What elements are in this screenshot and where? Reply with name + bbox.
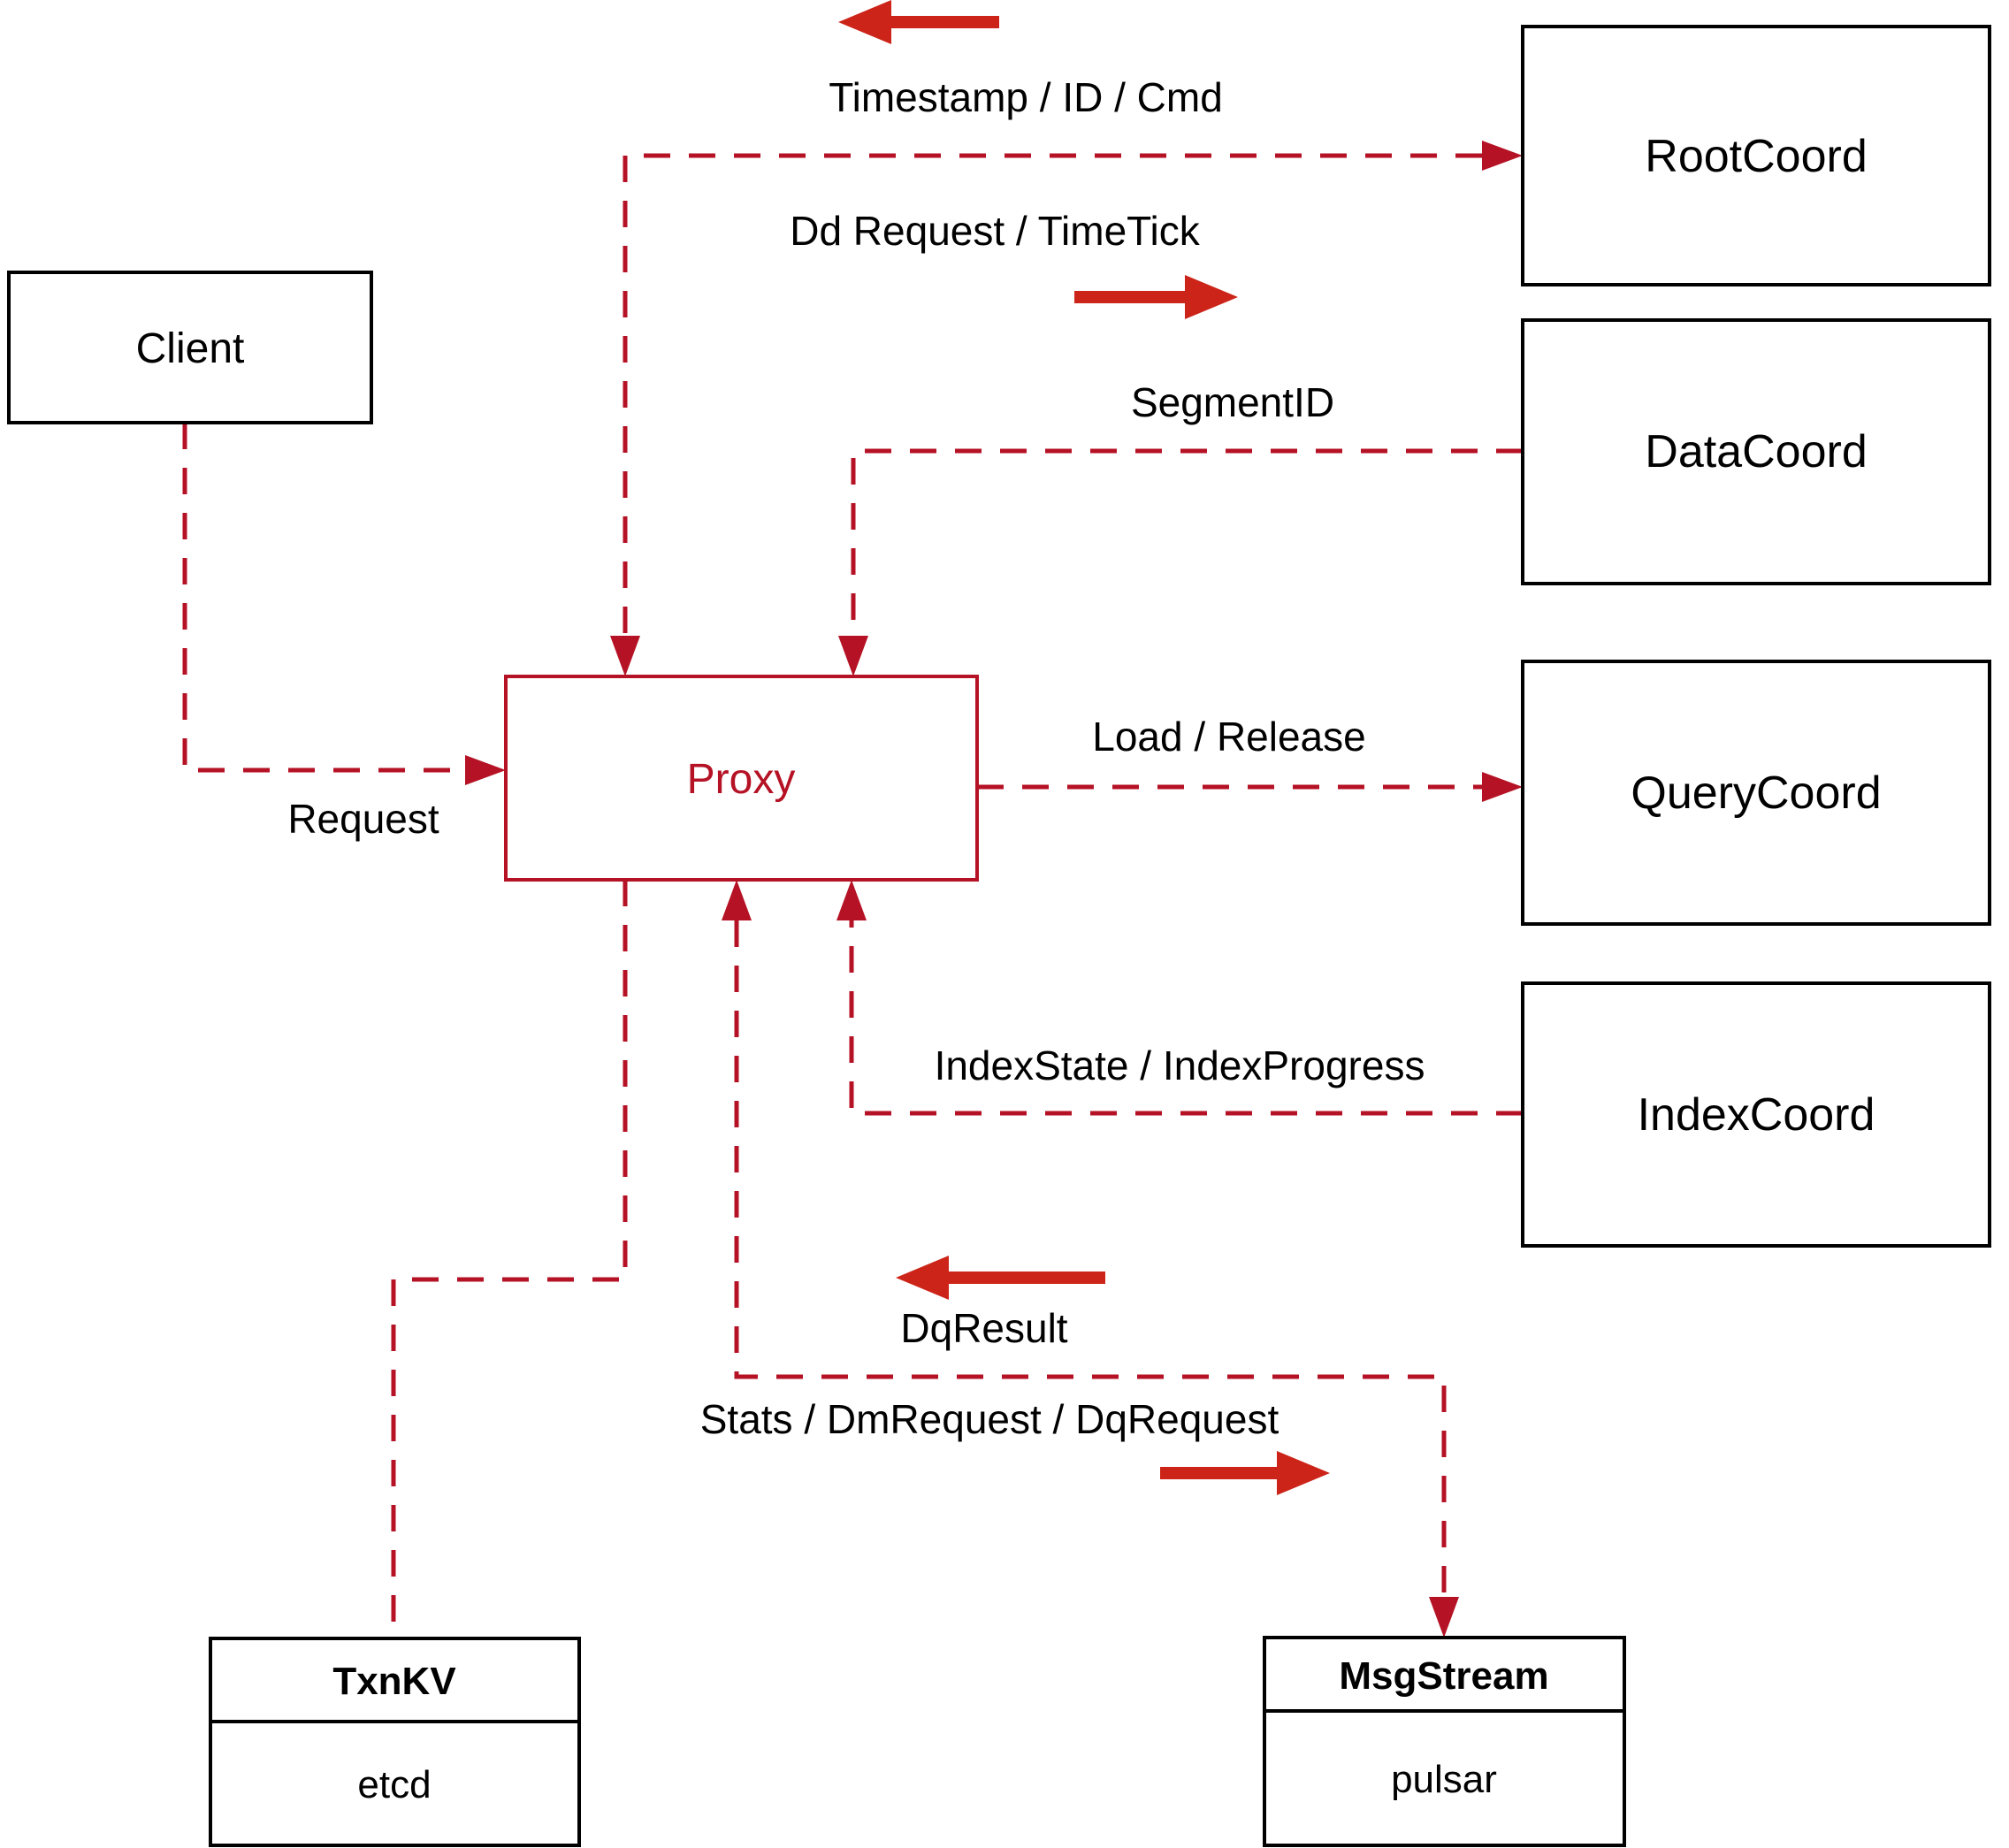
timestamp-direction-left-arrow-icon	[838, 0, 999, 44]
edge-label-stats-dm-dq: Stats / DmRequest / DqRequest	[700, 1396, 1279, 1442]
querycoord-node	[1521, 660, 1991, 926]
edge-client-proxy	[182, 423, 465, 773]
msgstream-node: MsgStream pulsar	[1263, 1636, 1626, 1847]
indexcoord-label: IndexCoord	[1638, 1089, 1875, 1141]
edge-proxy-txnkv	[391, 880, 628, 1638]
client-label: Client	[136, 325, 245, 372]
arrowhead-into-querycoord-icon	[1482, 772, 1523, 802]
edge-label-segment-id: SegmentID	[1131, 379, 1334, 425]
rootcoord-node	[1521, 25, 1991, 286]
edge-label-dd-request-timetick: Dd Request / TimeTick	[790, 208, 1201, 254]
arrowhead-into-proxy-left-icon	[465, 755, 506, 785]
rootcoord-label: RootCoord	[1645, 131, 1867, 182]
indexcoord-node	[1521, 981, 1991, 1248]
txnkv-title: TxnKV	[332, 1660, 456, 1703]
edge-label-load-release: Load / Release	[1092, 714, 1365, 760]
edge-proxy-rootcoord	[623, 153, 1482, 636]
msgstream-sub-label: pulsar	[1391, 1758, 1497, 1801]
txnkv-node: TxnKV etcd	[209, 1637, 581, 1847]
arrowhead-into-proxy-top-left-icon	[610, 636, 640, 676]
client-node	[7, 271, 373, 424]
arrowhead-into-proxy-top-right-icon	[838, 636, 868, 676]
dd-request-direction-right-arrow-icon	[1074, 275, 1238, 319]
edge-label-request: Request	[287, 796, 439, 842]
arrowhead-into-proxy-bottom-left-icon	[722, 880, 752, 920]
arrowhead-into-proxy-bottom-right-icon	[836, 880, 867, 920]
edge-datacoord-proxy	[851, 448, 1523, 636]
proxy-label: Proxy	[687, 756, 796, 803]
edge-proxy-msgstream	[734, 920, 1447, 1597]
arrowhead-into-msgstream-icon	[1429, 1597, 1459, 1638]
msgstream-title: MsgStream	[1339, 1654, 1548, 1698]
datacoord-node	[1521, 318, 1991, 585]
dqresult-direction-left-arrow-icon	[896, 1256, 1105, 1300]
stats-direction-right-arrow-icon	[1160, 1451, 1330, 1495]
edge-label-index-state: IndexState / IndexProgress	[935, 1042, 1425, 1088]
txnkv-sub-label: etcd	[357, 1763, 431, 1806]
querycoord-label: QueryCoord	[1631, 767, 1881, 819]
arrowhead-into-rootcoord-icon	[1482, 141, 1523, 171]
proxy-node	[504, 675, 979, 882]
edge-label-timestamp-id-cmd: Timestamp / ID / Cmd	[829, 74, 1223, 120]
datacoord-label: DataCoord	[1645, 426, 1867, 477]
edge-label-dq-result: DqResult	[900, 1305, 1067, 1351]
